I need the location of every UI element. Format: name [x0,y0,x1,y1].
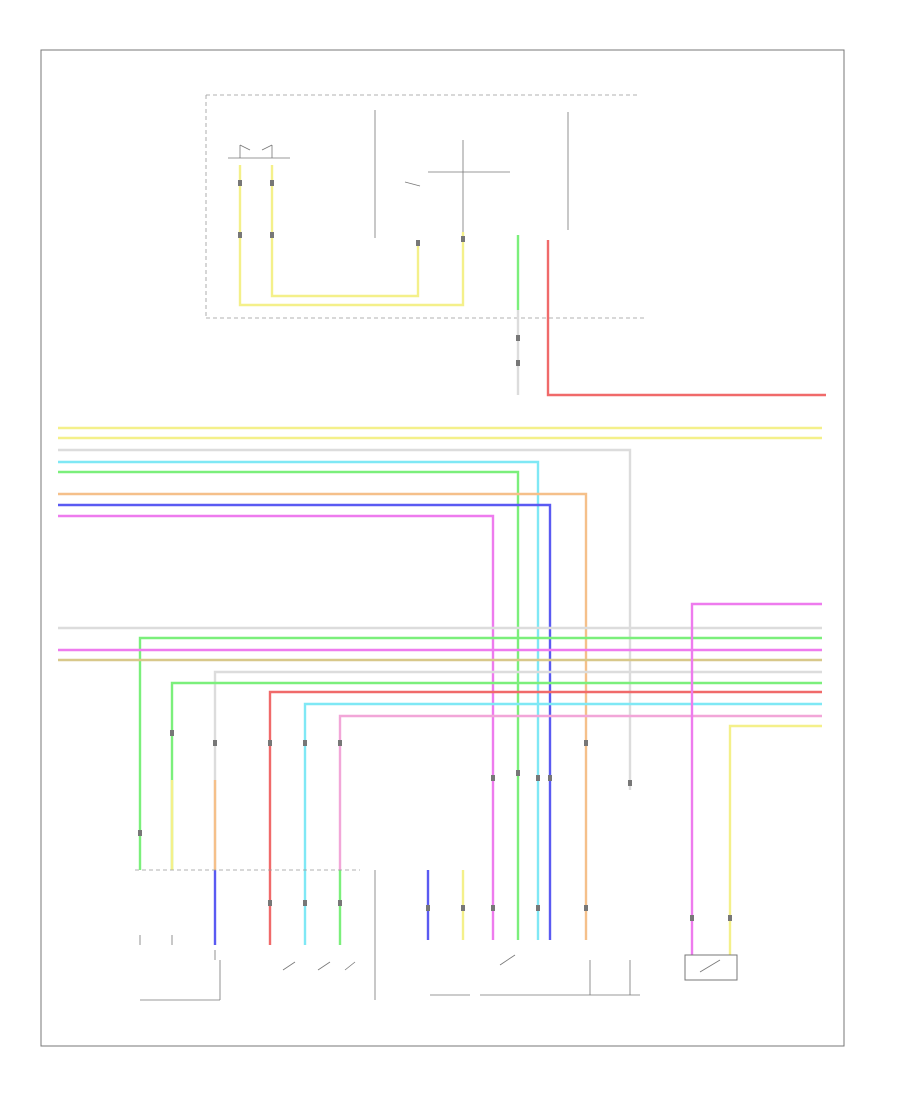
switch-icon [404,140,510,232]
module-bottom-right [684,954,738,981]
diagram-frame [40,49,845,1047]
switch-icon [282,954,721,973]
bus-wires [58,426,822,940]
module-bottom-middle [430,960,640,996]
ground-icon [139,935,216,960]
connector-icon [138,180,732,921]
component-box-top [205,94,645,319]
module-bottom-left [140,870,376,1001]
lower-stubs [170,780,465,945]
lower-bus-wires [58,602,822,955]
wire-red-top [546,240,826,397]
switch-icon [228,144,290,159]
